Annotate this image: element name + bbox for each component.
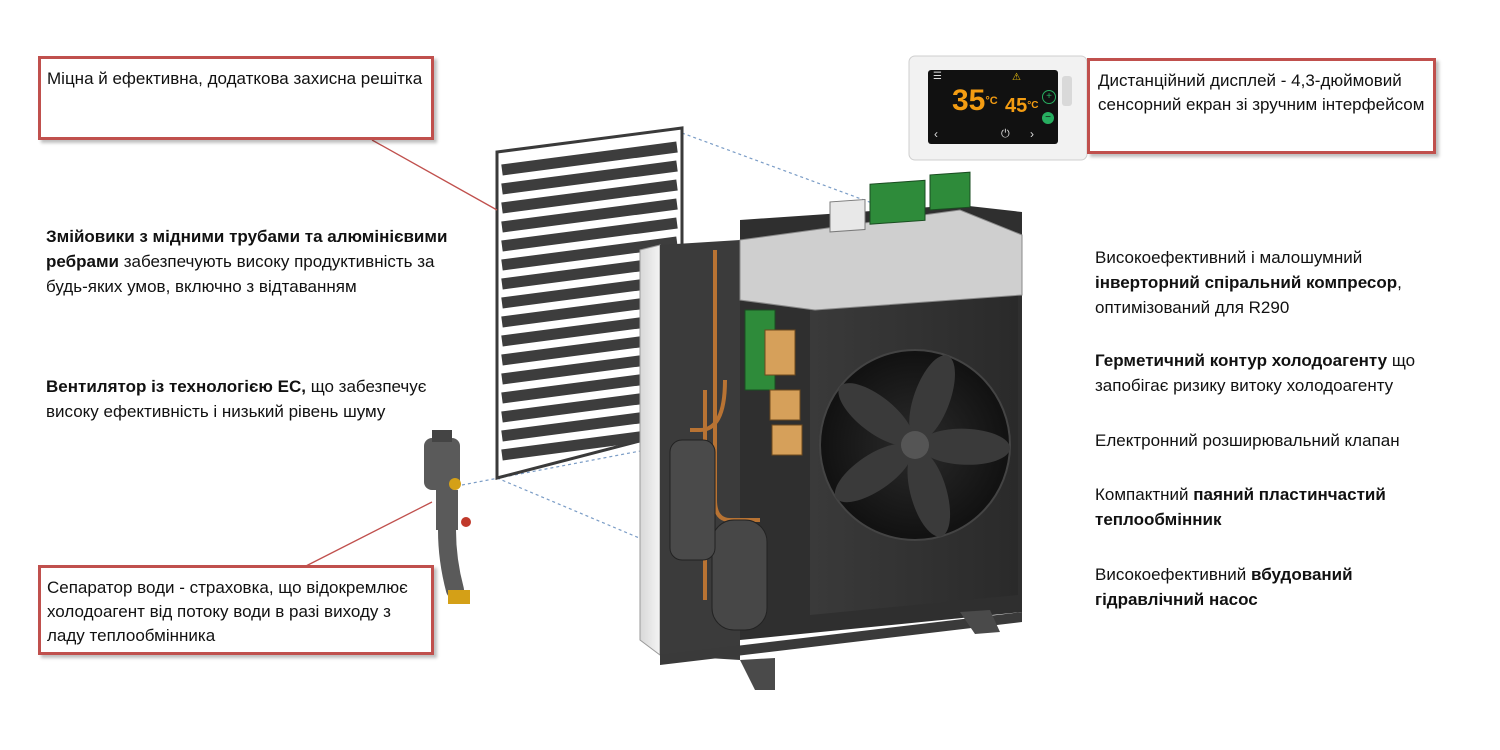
- label-coils-bold: Змійовики з мідними трубами та алюмінієв…: [46, 227, 448, 271]
- display-temp-right-unit: °C: [1027, 100, 1039, 111]
- callout-separator: Сепаратор води - страховка, що відокремл…: [38, 565, 434, 655]
- label-coils-rest: забезпечують високу продуктивність за бу…: [46, 252, 435, 296]
- callout-display-text: Дистанційний дисплей - 4,3-дюймовий сенс…: [1098, 71, 1425, 114]
- label-compressor-bold: інверторний спіральний компресор: [1095, 273, 1398, 292]
- display-power-icon: ⏻: [1001, 128, 1010, 140]
- heat-pump-unit: [639, 171, 1023, 690]
- callout-grille: Міцна й ефективна, додаткова захисна реш…: [38, 56, 434, 140]
- label-circuit: Герметичний контур холодоагенту що запоб…: [1095, 348, 1475, 398]
- display-temp-left: 35°C: [952, 86, 998, 116]
- label-hx-pre: Компактний: [1095, 485, 1194, 504]
- label-circuit-rest: що запобігає ризику витоку холодоагенту: [1095, 351, 1416, 395]
- label-coils: Змійовики з мідними трубами та алюмінієв…: [46, 224, 476, 299]
- display-forward-icon: ›: [1030, 127, 1034, 141]
- label-fan: Вентилятор із технологією ЕС, що забезпе…: [46, 374, 436, 424]
- display-temp-left-value: 35: [952, 84, 986, 117]
- callout-grille-text: Міцна й ефективна, додаткова захисна реш…: [47, 69, 423, 88]
- display-minus-icon: −: [1042, 112, 1054, 124]
- label-compressor: Високоефективний і малошумний інверторни…: [1095, 245, 1465, 320]
- label-valve: Електронний розширювальний клапан: [1095, 428, 1475, 453]
- label-heat-exchanger: Компактний паяний пластинчастий теплообм…: [1095, 482, 1435, 532]
- display-plus-icon: +: [1042, 90, 1056, 104]
- label-pump: Високоефективний вбудований гідравлічний…: [1095, 562, 1415, 612]
- label-pump-pre: Високоефективний: [1095, 565, 1252, 584]
- display-menu-icon: ☰: [933, 71, 942, 82]
- label-compressor-pre: Високоефективний і малошумний: [1095, 248, 1363, 267]
- label-fan-rest: що забезпечує високу ефективність і низь…: [46, 377, 427, 421]
- display-warning-icon: ⚠: [1012, 72, 1021, 83]
- display-temp-left-unit: °C: [985, 95, 998, 107]
- display-back-icon: ‹: [934, 127, 938, 141]
- label-compressor-post: , оптимізований для R290: [1095, 273, 1402, 317]
- label-valve-text: Електронний розширювальний клапан: [1095, 431, 1400, 450]
- label-pump-bold: вбудований гідравлічний насос: [1095, 565, 1353, 609]
- leader-lines: [301, 139, 498, 569]
- label-fan-bold: Вентилятор із технологією ЕС,: [46, 377, 306, 396]
- label-circuit-bold: Герметичний контур холодоагенту: [1095, 351, 1388, 370]
- callout-separator-text: Сепаратор води - страховка, що відокремл…: [47, 578, 408, 645]
- display-temp-right: 45°C: [1005, 96, 1038, 116]
- water-separator: [424, 430, 471, 604]
- callout-display: Дистанційний дисплей - 4,3-дюймовий сенс…: [1087, 58, 1436, 154]
- display-temp-right-value: 45: [1005, 95, 1028, 117]
- remote-display-device: [908, 55, 1088, 161]
- label-hx-bold: паяний пластинчастий теплообмінник: [1095, 485, 1386, 529]
